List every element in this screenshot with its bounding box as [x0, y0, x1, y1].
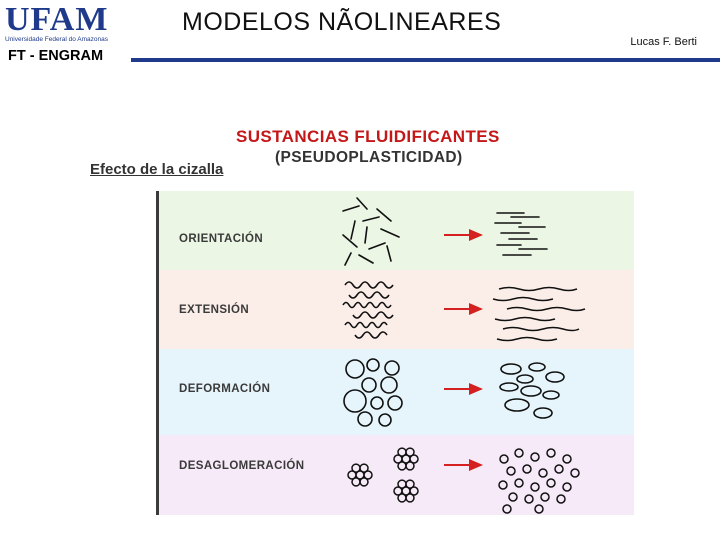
logo-subtitle: Universidade Federal do Amazonas [5, 36, 108, 43]
shear-effect-figure: SUSTANCIAS FLUIDIFICANTES (PSEUDOPLASTIC… [85, 122, 635, 518]
row-extension: EXTENSIÓN [159, 270, 634, 349]
aligned-rods [494, 212, 548, 256]
ellipsoidal-droplets [499, 362, 565, 419]
spherical-droplets [343, 358, 403, 427]
mechanism-panel: ORIENTACIÓN EXTENSIÓN DEFORMACIÓN DESAGL… [156, 191, 634, 515]
ufam-logo: UFAM Universidade Federal do Amazonas [5, 1, 130, 44]
shear-caption: Efecto de la cizalla [90, 161, 224, 178]
row-orientation: ORIENTACIÓN [159, 191, 634, 270]
author-name: Lucas F. Berti [630, 36, 697, 48]
slide-title: MODELOS NÃOLINEARES [182, 8, 502, 36]
particle-illustrations [342, 197, 586, 514]
transition-arrows [444, 229, 483, 471]
row-label: DEFORMACIÓN [179, 383, 271, 395]
row-label: EXTENSIÓN [179, 304, 250, 316]
header-rule [131, 58, 720, 62]
row-deagglomeration: DESAGLOMERACIÓN [159, 435, 634, 515]
row-label: ORIENTACIÓN [179, 233, 264, 245]
coiled-chains [342, 281, 394, 339]
agglomerated-particles [347, 447, 419, 503]
figure-heading: SUSTANCIAS FLUIDIFICANTES [236, 127, 500, 146]
row-label: DESAGLOMERACIÓN [179, 460, 305, 472]
stretched-chains [492, 286, 586, 342]
department-label: FT - ENGRAM [8, 48, 104, 64]
random-rods [342, 197, 400, 266]
logo-mark: UFAM [5, 1, 109, 38]
figure-subheading: (PSEUDOPLASTICIDAD) [275, 149, 463, 166]
dispersed-particles [498, 448, 580, 514]
